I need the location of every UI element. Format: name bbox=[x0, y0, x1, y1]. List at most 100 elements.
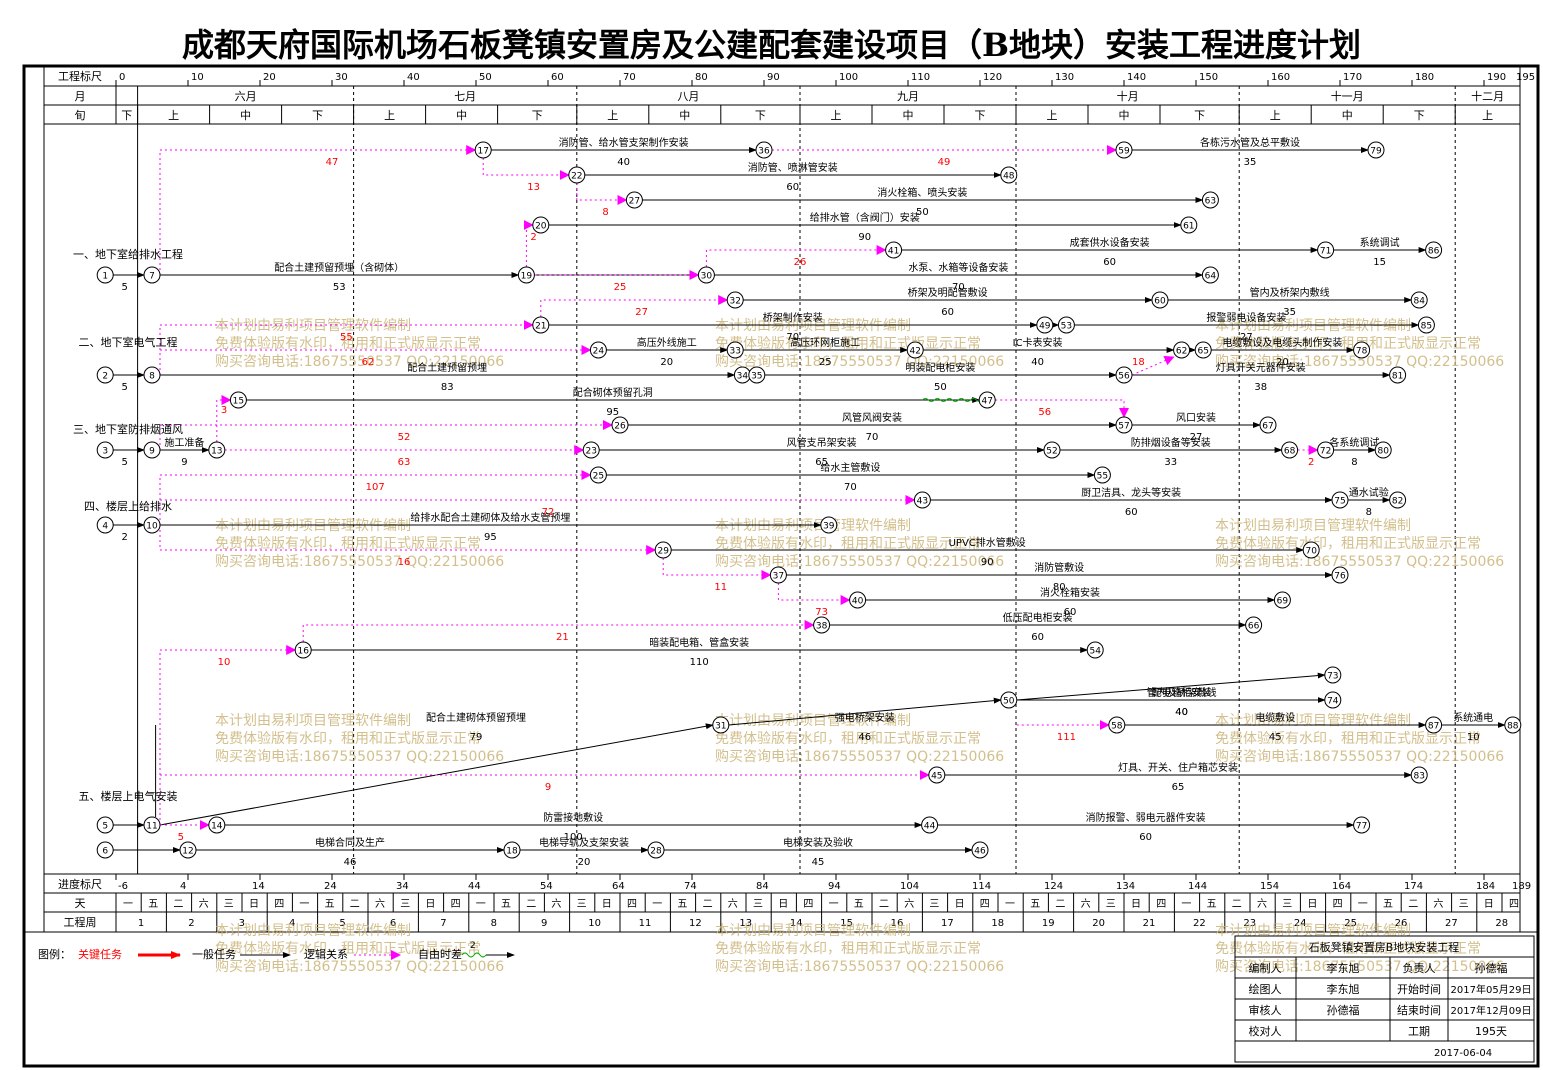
tb-reviewer-label: 审核人 bbox=[1249, 1003, 1282, 1017]
node-circle bbox=[143, 516, 161, 534]
node-number: 40 bbox=[852, 597, 864, 607]
watermark-text: 本计划由易利项目管理软件编制 bbox=[715, 318, 911, 334]
node-number: 31 bbox=[715, 722, 726, 732]
tb-period: 195天 bbox=[1475, 1025, 1507, 1038]
watermark-text: 购买咨询电话:18675550537 QQ:22150066 bbox=[715, 354, 1004, 370]
logic-link bbox=[302, 620, 815, 642]
row-label-month: 月 bbox=[75, 90, 86, 103]
row-label-day: 天 bbox=[75, 897, 86, 910]
tb-period-label: 工期 bbox=[1408, 1025, 1430, 1038]
node-number: 38 bbox=[816, 622, 828, 632]
weekday-label: 日 bbox=[602, 899, 612, 910]
free-float-value: 25 bbox=[614, 282, 627, 293]
node-circle bbox=[294, 641, 312, 659]
task-duration: 27 bbox=[1190, 432, 1203, 443]
node-number: 41 bbox=[888, 247, 899, 257]
task-name: 风管风阀安装 bbox=[842, 411, 902, 424]
start-float-label: 5 bbox=[121, 382, 127, 393]
scale-bottom-label: -6 bbox=[118, 881, 128, 892]
weekday-label: 一 bbox=[1005, 899, 1015, 910]
watermark-text: 免费体验版有水印，租用和正式版显示正常 bbox=[1215, 731, 1481, 747]
weekday-label: 四 bbox=[1509, 899, 1519, 910]
node-number: 11 bbox=[146, 822, 157, 832]
free-float-value: 13 bbox=[527, 182, 540, 193]
node-circle bbox=[1043, 441, 1061, 459]
node-circle bbox=[913, 491, 931, 509]
weekday-label: 四 bbox=[1156, 899, 1166, 910]
task-name: 配合土建预留预埋（含砌体） bbox=[274, 261, 404, 274]
task-name: 风口安装 bbox=[1176, 411, 1216, 424]
logic-link bbox=[482, 158, 570, 180]
node-number: 67 bbox=[1262, 422, 1273, 432]
node-number: 9 bbox=[149, 447, 155, 457]
task-name: 电梯安装及验收 bbox=[783, 836, 853, 849]
dekad-label: 中 bbox=[903, 109, 914, 122]
free-float-value: 16 bbox=[398, 557, 411, 568]
legend-label: 图例： bbox=[38, 947, 71, 961]
node-number: 34 bbox=[737, 372, 749, 382]
logic-link bbox=[159, 770, 930, 825]
task-name: 高压外线施工 bbox=[637, 336, 697, 349]
logic-link bbox=[540, 295, 729, 317]
week-label: 7 bbox=[440, 918, 446, 929]
week-label: 3 bbox=[239, 918, 245, 929]
week-label: 23 bbox=[1243, 918, 1256, 929]
task-duration: 60 bbox=[1064, 607, 1077, 618]
free-float-value: 18 bbox=[1132, 357, 1145, 368]
weekday-label: 五 bbox=[677, 899, 687, 910]
node-circle bbox=[582, 441, 600, 459]
watermark-text: 购买咨询电话:18675550537 QQ:22150066 bbox=[215, 959, 504, 975]
weekday-label: 五 bbox=[1383, 899, 1393, 910]
weekday-label: 六 bbox=[904, 898, 914, 910]
node-circle bbox=[1317, 441, 1335, 459]
node-number: 37 bbox=[773, 572, 784, 582]
scale-bottom-label: 104 bbox=[900, 881, 919, 892]
scale-bottom-label: 114 bbox=[972, 881, 991, 892]
row-label-scale-bottom: 进度标尺 bbox=[58, 877, 102, 891]
watermark-text: 购买咨询电话:18675550537 QQ:22150066 bbox=[215, 749, 504, 765]
scale-bottom-label: 44 bbox=[468, 881, 481, 892]
node-circle bbox=[517, 266, 535, 284]
task-duration: 40 bbox=[1031, 357, 1044, 368]
node-number: 65 bbox=[1197, 347, 1208, 357]
node-number: 56 bbox=[1118, 372, 1130, 382]
week-label: 4 bbox=[289, 918, 295, 929]
week-label: 1 bbox=[138, 918, 144, 929]
legend-float-wave bbox=[461, 952, 487, 958]
task-name: 各栋污水管及总平敷设 bbox=[1200, 136, 1300, 149]
node-number: 70 bbox=[1305, 547, 1317, 557]
dekad-label: 中 bbox=[456, 109, 467, 122]
node-number: 22 bbox=[571, 172, 582, 182]
week-label: 9 bbox=[541, 918, 547, 929]
node-circle bbox=[503, 841, 521, 859]
watermark-text: 本计划由易利项目管理软件编制 bbox=[1215, 923, 1411, 939]
weekday-label: 二 bbox=[526, 899, 536, 910]
week-label: 6 bbox=[390, 918, 396, 929]
scale-top-label: 190 bbox=[1487, 72, 1506, 83]
node-number: 61 bbox=[1183, 222, 1194, 232]
weekday-label: 四 bbox=[1333, 899, 1343, 910]
weekday-label: 五 bbox=[148, 899, 158, 910]
month-label: 十二月 bbox=[1471, 89, 1504, 103]
task-name: 施工准备 bbox=[164, 436, 204, 449]
node-number: 7 bbox=[149, 272, 155, 282]
node-number: 5 bbox=[102, 822, 108, 832]
scale-bottom-label: 174 bbox=[1404, 881, 1423, 892]
node-circle bbox=[971, 841, 989, 859]
weekday-label: 三 bbox=[929, 899, 939, 910]
task-name: 防排烟设备等安装 bbox=[1131, 436, 1211, 449]
node-number: 87 bbox=[1428, 722, 1439, 732]
scale-top-label: 40 bbox=[407, 72, 420, 83]
task-duration: 80 bbox=[1053, 582, 1066, 593]
node-number: 36 bbox=[758, 147, 770, 157]
node-number: 4 bbox=[102, 522, 108, 532]
node-number: 42 bbox=[909, 347, 920, 357]
dekad-label: 下 bbox=[975, 109, 986, 122]
node-number: 85 bbox=[1421, 322, 1432, 332]
task-name: 暗装配电箱、管盒安装 bbox=[649, 636, 749, 649]
task-duration: 60 bbox=[1103, 257, 1116, 268]
weekday-label: 四 bbox=[803, 899, 813, 910]
node-number: 43 bbox=[917, 497, 928, 507]
dekad-label: 上 bbox=[384, 109, 395, 122]
dekad-label: 下 bbox=[1194, 109, 1205, 122]
